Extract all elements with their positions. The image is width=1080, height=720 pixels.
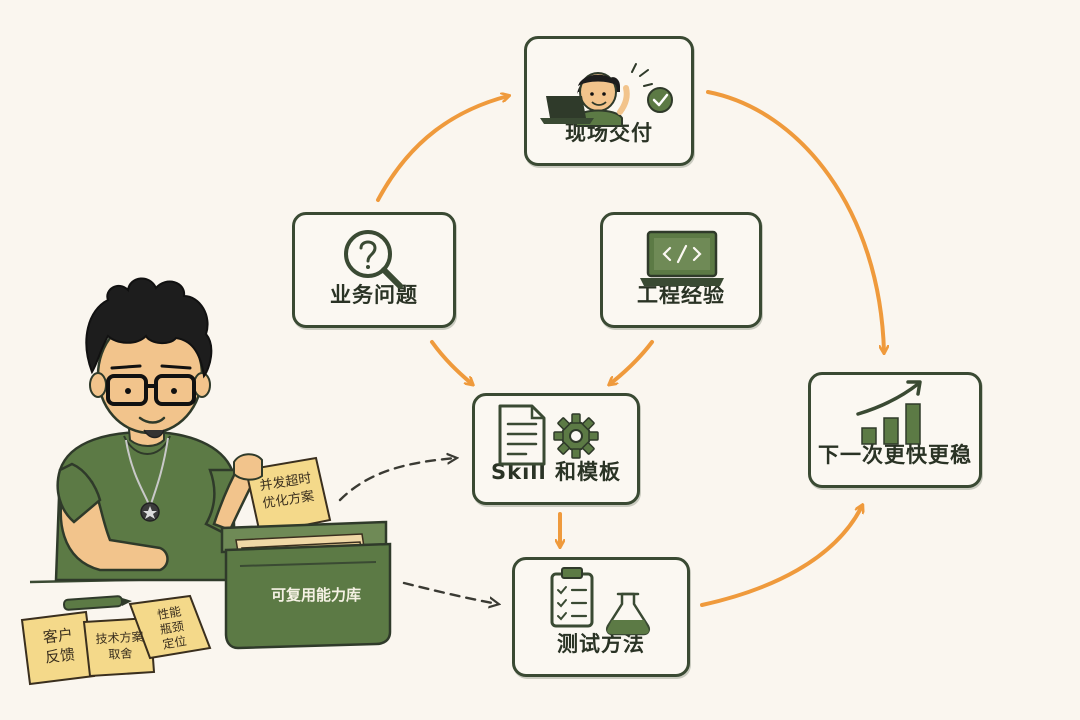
node-engineering-label: 工程经验 bbox=[637, 283, 725, 307]
desk-edge bbox=[29, 576, 227, 584]
node-test: 测试方法 bbox=[512, 557, 690, 677]
node-delivery-label: 现场交付 bbox=[565, 121, 653, 145]
node-skill: Skill 和模板 bbox=[472, 393, 640, 505]
pen-icon bbox=[62, 595, 132, 611]
character bbox=[54, 277, 260, 582]
note-perf-text: 性能 瓶颈 定位 bbox=[156, 604, 188, 652]
node-business-label: 业务问题 bbox=[330, 283, 418, 307]
node-faster: 下一次更快更稳 bbox=[808, 372, 982, 488]
glasses-icon bbox=[106, 374, 148, 406]
card-in-hand-text: 并发超时 优化方案 bbox=[258, 471, 316, 512]
node-delivery: 现场交付 bbox=[524, 36, 694, 166]
arrow-business-to-skill bbox=[430, 340, 472, 384]
node-faster-label: 下一次更快更稳 bbox=[818, 443, 972, 467]
cycle-arrows bbox=[376, 90, 884, 607]
node-engineering: 工程经验 bbox=[600, 212, 762, 328]
node-test-label: 测试方法 bbox=[557, 632, 645, 656]
note-feedback-text: 客户 反馈 bbox=[42, 625, 76, 667]
node-business: 业务问题 bbox=[292, 212, 456, 328]
arrow-test-to-faster bbox=[700, 506, 862, 607]
arrow-library-to-test bbox=[402, 581, 498, 604]
arrow-card-to-skill bbox=[338, 458, 456, 502]
pendant-icon bbox=[140, 502, 160, 522]
arrow-engineering-to-skill bbox=[610, 340, 654, 384]
library-label: 可复用能力库 bbox=[270, 586, 361, 604]
arrow-business-to-delivery bbox=[376, 96, 508, 202]
node-skill-label: Skill 和模板 bbox=[491, 460, 621, 484]
